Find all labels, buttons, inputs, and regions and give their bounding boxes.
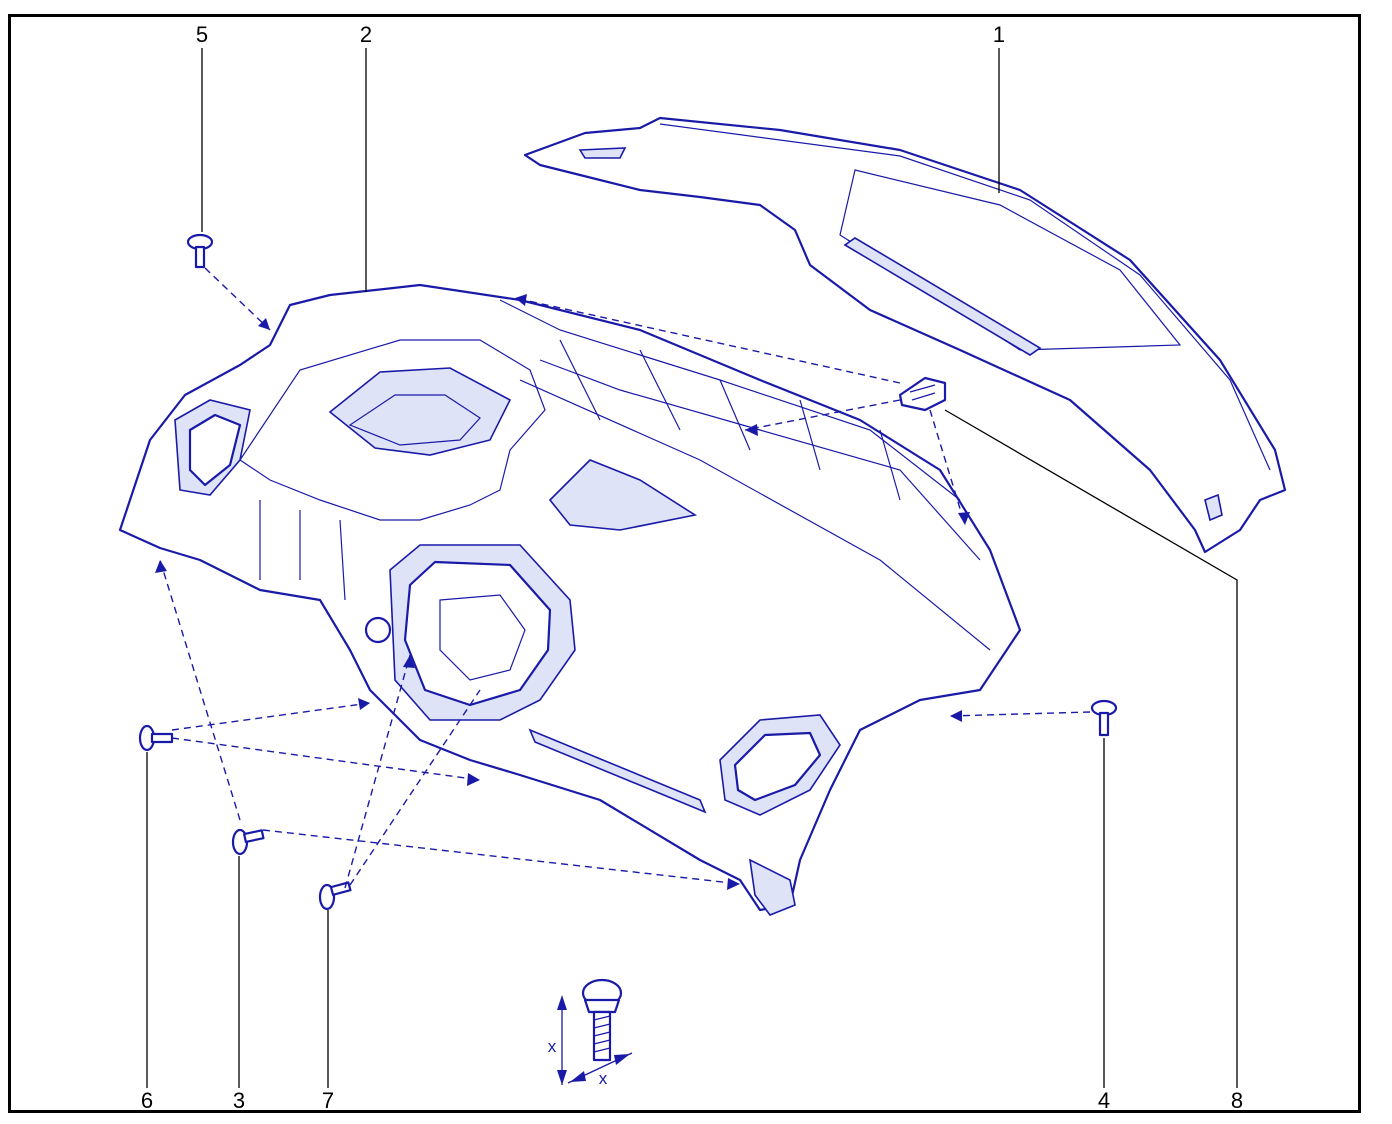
callout-labels: 1 2 3 4 5 6 7 8	[141, 22, 1243, 1113]
callout-6: 6	[141, 1088, 153, 1113]
screw-4	[1090, 699, 1118, 737]
screw-6	[138, 724, 174, 752]
screw-5	[186, 233, 214, 269]
clip-part	[898, 376, 947, 412]
dashboard-top-cover	[523, 116, 1287, 554]
dimension-height-label: x	[548, 1037, 557, 1056]
assembly-lines	[159, 267, 1091, 889]
callout-2: 2	[360, 22, 372, 47]
dimension-width-label: x	[599, 1069, 608, 1088]
screw-dimension-detail: x x	[548, 978, 633, 1088]
callout-5: 5	[196, 22, 208, 47]
leader-lines	[146, 48, 1238, 1088]
assembly-arrowheads	[155, 294, 970, 890]
callout-4: 4	[1098, 1088, 1110, 1113]
callout-1: 1	[993, 22, 1005, 47]
callout-8: 8	[1231, 1088, 1243, 1113]
dashboard-assembly	[118, 283, 1022, 916]
callout-7: 7	[322, 1088, 334, 1113]
screw-3	[231, 828, 265, 856]
callout-3: 3	[233, 1088, 245, 1113]
